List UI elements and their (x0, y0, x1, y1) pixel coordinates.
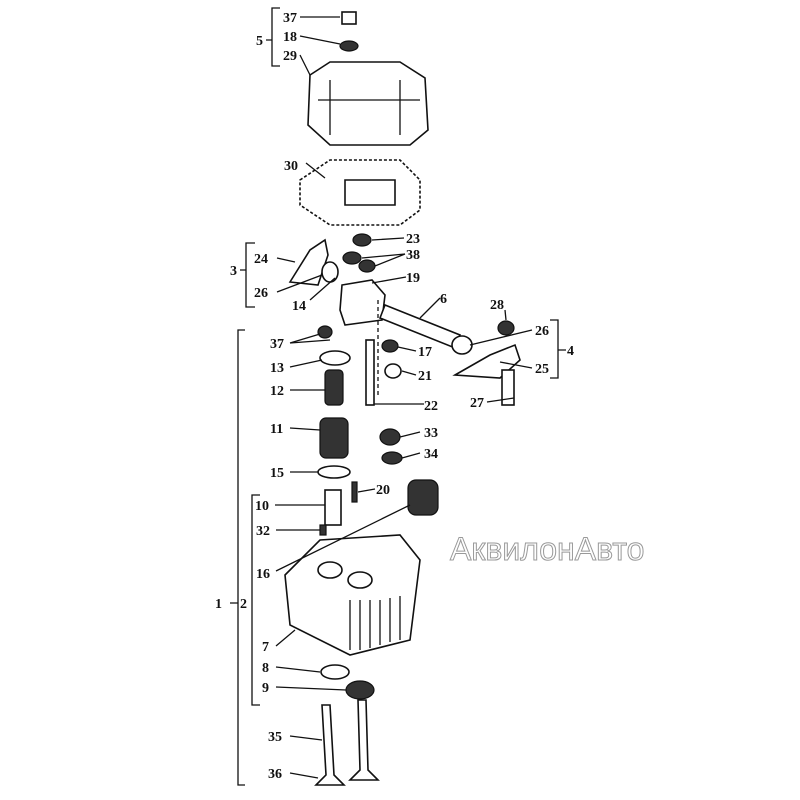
label-15: 15 (270, 466, 284, 481)
label-29: 29 (283, 49, 297, 64)
label-11: 11 (270, 422, 283, 437)
label-37: 37 (283, 11, 297, 26)
label-10: 10 (255, 499, 269, 514)
label-6: 6 (440, 292, 447, 307)
label-3: 3 (230, 264, 237, 279)
label-25: 25 (535, 362, 549, 377)
label-7: 7 (262, 640, 269, 655)
label-28: 28 (490, 298, 504, 313)
cylinder-head (284, 534, 421, 786)
label-17: 17 (418, 345, 432, 360)
leader-lines (275, 16, 533, 779)
valve-spring-group (317, 325, 439, 536)
label-27: 27 (470, 396, 484, 411)
label-2: 2 (240, 597, 247, 612)
label-13: 13 (270, 361, 284, 376)
label-36: 36 (268, 767, 282, 782)
label-16: 16 (256, 567, 270, 582)
watermark: АквилонАвто (450, 531, 644, 567)
label-20: 20 (376, 483, 390, 498)
brackets (230, 7, 566, 786)
label-22: 22 (424, 399, 438, 414)
label-38: 38 (406, 248, 420, 263)
label-35: 35 (268, 730, 282, 745)
label-14: 14 (292, 299, 306, 314)
label-4: 4 (567, 344, 574, 359)
label-19: 19 (406, 271, 420, 286)
label-33: 33 (424, 426, 438, 441)
label-24: 24 (254, 252, 268, 267)
label-23: 23 (406, 232, 420, 247)
label-37b: 37 (270, 337, 284, 352)
rocker-shaft-group (288, 233, 521, 406)
label-34: 34 (424, 447, 438, 462)
label-26b: 26 (535, 324, 549, 339)
label-1: 1 (215, 597, 222, 612)
label-26: 26 (254, 286, 268, 301)
part-labels: 37 18 29 5 30 23 38 24 3 19 26 14 6 28 2… (215, 11, 574, 782)
label-18: 18 (283, 30, 297, 45)
valve-cover-group (299, 11, 429, 226)
label-21: 21 (418, 369, 432, 384)
label-32: 32 (256, 524, 270, 539)
label-5: 5 (256, 34, 263, 49)
label-8: 8 (262, 661, 269, 676)
label-12: 12 (270, 384, 284, 399)
label-30: 30 (284, 159, 298, 174)
label-9: 9 (262, 681, 269, 696)
